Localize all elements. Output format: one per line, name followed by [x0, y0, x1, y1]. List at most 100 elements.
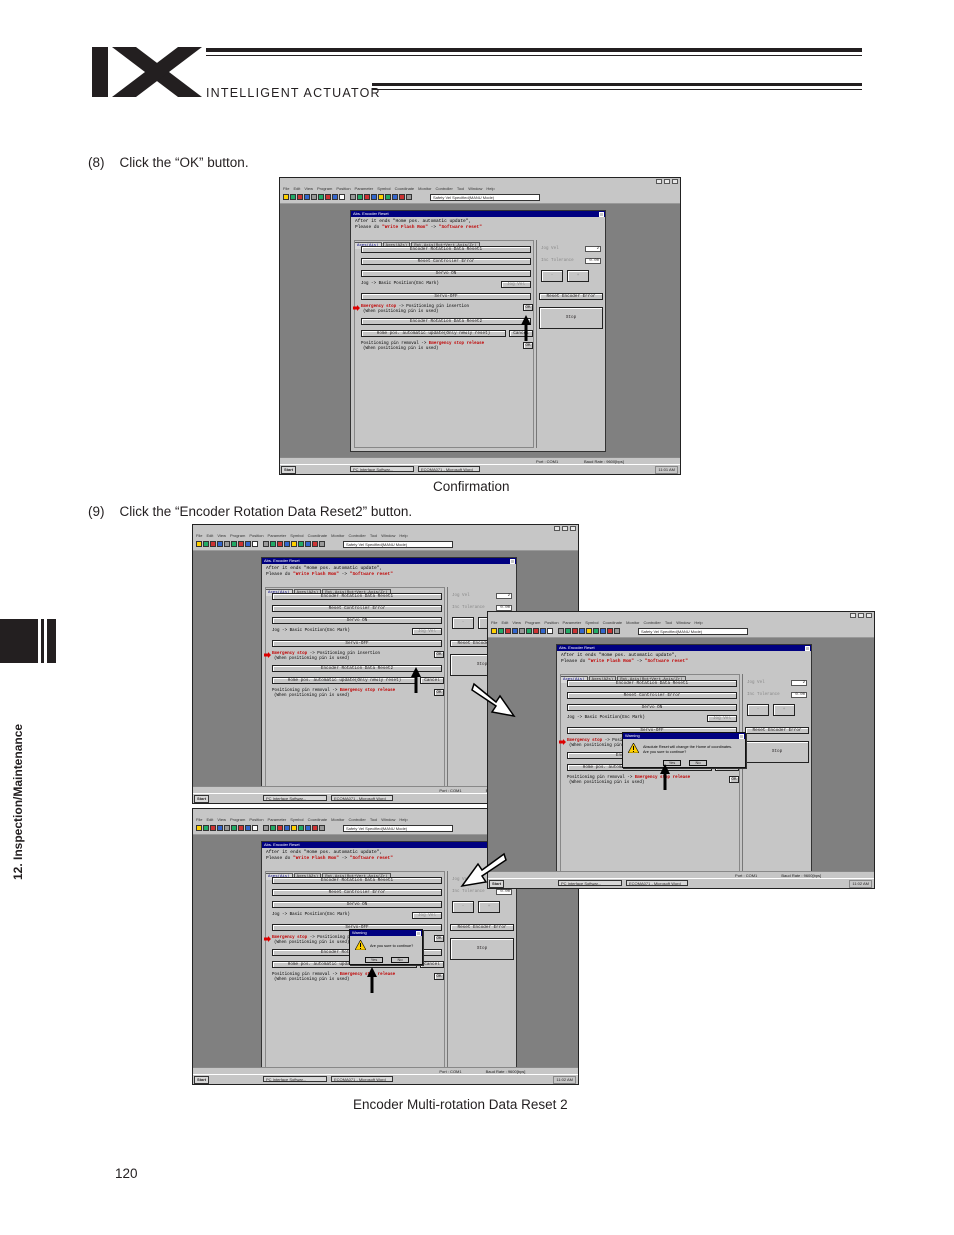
toolbar-button-icon[interactable]: [547, 628, 553, 634]
jog-plus-button[interactable]: +: [773, 704, 795, 716]
close-icon[interactable]: [739, 733, 744, 739]
ok-button-release[interactable]: OK: [523, 342, 533, 349]
inc-tolerance-field[interactable]: 0.00: [496, 889, 512, 895]
menu-item[interactable]: Help: [399, 817, 408, 822]
toolbar-button-icon[interactable]: [406, 194, 412, 200]
ok-button-release[interactable]: OK: [729, 776, 739, 783]
toolbar-button-icon[interactable]: [385, 194, 391, 200]
menu-item[interactable]: Controller: [435, 186, 453, 191]
toolbar-button-icon[interactable]: [277, 541, 283, 547]
toolbar-button-icon[interactable]: [270, 825, 276, 831]
ok-button[interactable]: OK: [434, 935, 444, 942]
menu-item[interactable]: Monitor: [626, 620, 640, 625]
toolbar-button-icon[interactable]: [298, 825, 304, 831]
jog-minus-button[interactable]: -: [452, 617, 474, 629]
jog-minus-button[interactable]: -: [747, 704, 769, 716]
toolbar-button-icon[interactable]: [245, 541, 251, 547]
inc-tolerance-field[interactable]: 0.00: [791, 692, 807, 698]
menu-item[interactable]: File: [196, 533, 203, 538]
menu-item[interactable]: Parameter: [267, 817, 287, 822]
toolbar-button-icon[interactable]: [284, 541, 290, 547]
toolbar-button-icon[interactable]: [540, 628, 546, 634]
menu-item[interactable]: Help: [486, 186, 495, 191]
stop-button[interactable]: Stop: [539, 307, 603, 329]
menu-item[interactable]: Window: [381, 533, 396, 538]
close-icon[interactable]: [805, 645, 810, 651]
taskbar-app-button[interactable]: PC Interface Softwar...: [558, 880, 622, 886]
jog-vel-field[interactable]: 2: [496, 593, 512, 599]
toolbar-button-icon[interactable]: [196, 825, 202, 831]
menu-item[interactable]: Program: [524, 620, 541, 625]
taskbar-app-button[interactable]: PC Interface Softwar...: [350, 466, 414, 472]
taskbar-app-button[interactable]: PC Interface Softwar...: [263, 1076, 327, 1082]
menu-item[interactable]: Coordinate: [307, 817, 328, 822]
toolbar-button-icon[interactable]: [238, 541, 244, 547]
menu-item[interactable]: File: [196, 817, 203, 822]
jog-minus-button[interactable]: -: [452, 901, 474, 913]
reset-controller-error-button[interactable]: Reset Controller Error: [272, 605, 442, 612]
toolbar-button-icon[interactable]: [519, 628, 525, 634]
servo-on-button[interactable]: Servo ON: [272, 617, 442, 624]
toolbar-button-icon[interactable]: [339, 194, 345, 200]
yes-button[interactable]: Yes: [365, 957, 383, 963]
minimize-icon[interactable]: [554, 526, 560, 531]
encoder-rotation-data-reset1-button[interactable]: Encoder Rotation Data Reset1: [272, 593, 442, 600]
toolbar-button-icon[interactable]: [283, 194, 289, 200]
close-icon[interactable]: [672, 179, 678, 184]
menu-item[interactable]: Program: [229, 817, 246, 822]
ok-button-release[interactable]: OK: [434, 689, 444, 696]
close-icon[interactable]: [599, 211, 604, 217]
start-button[interactable]: Start: [281, 466, 297, 474]
encoder-rotation-data-reset2-button[interactable]: Encoder Rotation Data Reset2: [361, 318, 531, 325]
menu-item[interactable]: Coordinate: [602, 620, 623, 625]
toolbar-button-icon[interactable]: [217, 541, 223, 547]
minimize-icon[interactable]: [656, 179, 662, 184]
toolbar-button-icon[interactable]: [304, 194, 310, 200]
reset-encoder-error-button[interactable]: Reset Encoder Error: [539, 293, 603, 300]
reset-controller-error-button[interactable]: Reset Controller Error: [567, 692, 737, 699]
maximize-icon[interactable]: [664, 179, 670, 184]
toolbar-button-icon[interactable]: [505, 628, 511, 634]
ok-button-release[interactable]: OK: [434, 973, 444, 980]
menu-item[interactable]: Coordinate: [307, 533, 328, 538]
jog-minus-button[interactable]: -: [541, 270, 563, 282]
menu-item[interactable]: Parameter: [267, 533, 287, 538]
toolbar-button-icon[interactable]: [558, 628, 564, 634]
toolbar-button-icon[interactable]: [203, 825, 209, 831]
toolbar-button-icon[interactable]: [297, 194, 303, 200]
toolbar-button-icon[interactable]: [491, 628, 497, 634]
servo-on-button[interactable]: Servo ON: [361, 270, 531, 277]
maximize-icon[interactable]: [858, 613, 864, 618]
toolbar-button-icon[interactable]: [512, 628, 518, 634]
toolbar-button-icon[interactable]: [593, 628, 599, 634]
reset-controller-error-button[interactable]: Reset Controller Error: [361, 258, 531, 265]
start-button[interactable]: Start: [194, 795, 210, 803]
toolbar-button-icon[interactable]: [217, 825, 223, 831]
toolbar-button-icon[interactable]: [614, 628, 620, 634]
menu-item[interactable]: Symbol: [290, 533, 304, 538]
menu-item[interactable]: Window: [676, 620, 691, 625]
servo-on-button[interactable]: Servo ON: [567, 704, 737, 711]
toolbar-button-icon[interactable]: [231, 541, 237, 547]
menu-item[interactable]: Coordinate: [394, 186, 415, 191]
toolbar-button-icon[interactable]: [263, 825, 269, 831]
menu-item[interactable]: Program: [316, 186, 333, 191]
toolbar-button-icon[interactable]: [565, 628, 571, 634]
menu-item[interactable]: Position: [249, 817, 264, 822]
close-icon[interactable]: [866, 613, 872, 618]
toolbar-button-icon[interactable]: [263, 541, 269, 547]
cancel-button[interactable]: Cancel: [420, 961, 444, 968]
menu-item[interactable]: File: [491, 620, 498, 625]
servo-off-button[interactable]: Servo-OFF: [361, 293, 531, 300]
minimize-icon[interactable]: [850, 613, 856, 618]
toolbar-button-icon[interactable]: [533, 628, 539, 634]
mode-select[interactable]: Safety Vel Specified(MANU Mode): [638, 628, 748, 635]
encoder-rotation-data-reset2-button[interactable]: Encoder Rotation Data Reset2: [272, 665, 442, 672]
menu-item[interactable]: Window: [381, 817, 396, 822]
toolbar-button-icon[interactable]: [203, 541, 209, 547]
menu-item[interactable]: Window: [468, 186, 483, 191]
toolbar-button-icon[interactable]: [399, 194, 405, 200]
taskbar-word-button[interactable]: ECOMA071 - Microsoft Word: [331, 795, 393, 801]
menu-item[interactable]: Controller: [348, 817, 366, 822]
menu-item[interactable]: View: [217, 817, 226, 822]
